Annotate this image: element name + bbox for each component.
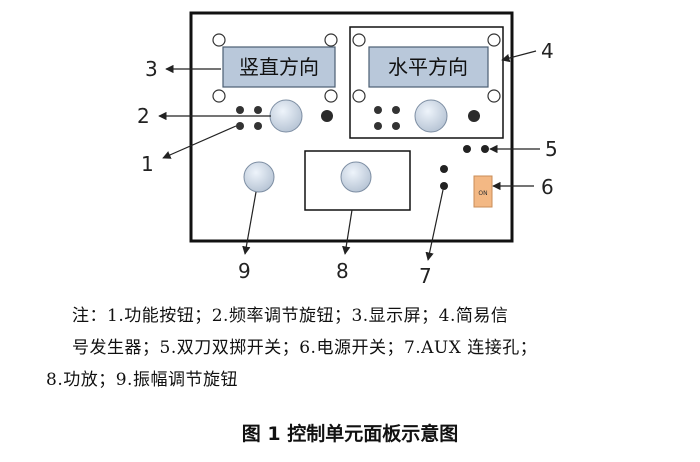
dpdt-switch-left-terminal[interactable] [463, 145, 471, 153]
note-line-1: 注：1.功能按钮；2.频率调节旋钮；3.显示屏；4.简易信 [72, 306, 509, 326]
callout-number-9: 9 [238, 259, 251, 283]
vertical-display-screen [222, 46, 336, 88]
signal-generator-mount-holes [352, 33, 501, 103]
callout-number-2: 2 [137, 104, 150, 128]
callout-numbers: 1 2 3 4 5 6 7 8 9 [137, 39, 558, 288]
amplifier-knob[interactable] [340, 161, 372, 193]
callout-number-5: 5 [545, 137, 558, 161]
note-line-3: 8.功放；9.振幅调节旋钮 [46, 370, 238, 390]
leader-1 [162, 125, 237, 159]
right-frequency-knob[interactable] [414, 99, 448, 133]
control-panel-diagram: 竖直方向 水平方向 ON [137, 11, 558, 288]
callout-number-7: 7 [419, 264, 432, 288]
left-function-buttons[interactable] [236, 106, 262, 130]
horizontal-display-label: 水平方向 [388, 55, 468, 79]
right-function-buttons[interactable] [374, 106, 400, 130]
right-indicator-dot [468, 110, 480, 122]
amplitude-knob[interactable] [243, 161, 275, 193]
callout-leaders [158, 50, 540, 261]
note-line-2: 号发生器；5.双刀双掷开关；6.电源开关；7.AUX 连接孔； [72, 338, 538, 358]
power-amplifier-box [304, 150, 411, 211]
power-switch-label: ON [478, 190, 487, 197]
aux-jack-bottom[interactable] [440, 182, 448, 190]
signal-generator-module [349, 26, 504, 139]
power-switch[interactable] [473, 175, 493, 208]
callout-number-4: 4 [541, 39, 554, 63]
leader-4 [501, 50, 537, 63]
horizontal-display-screen [368, 46, 489, 88]
vertical-display-label: 竖直方向 [239, 55, 319, 79]
leader-9 [242, 191, 257, 255]
left-indicator-dot [321, 110, 333, 122]
leader-8 [342, 209, 353, 255]
dpdt-switch-right-terminal[interactable] [481, 145, 489, 153]
callout-number-6: 6 [541, 175, 554, 199]
callout-number-3: 3 [145, 57, 158, 81]
figure-title: 图 1 控制单元面板示意图 [241, 423, 459, 445]
leader-7 [425, 189, 444, 261]
panel-outline [189, 11, 514, 243]
callout-number-1: 1 [141, 152, 154, 176]
left-frequency-knob[interactable] [269, 99, 303, 133]
callout-number-8: 8 [336, 259, 349, 283]
aux-jack-top[interactable] [440, 165, 448, 173]
left-unit-mount-holes [212, 33, 338, 103]
